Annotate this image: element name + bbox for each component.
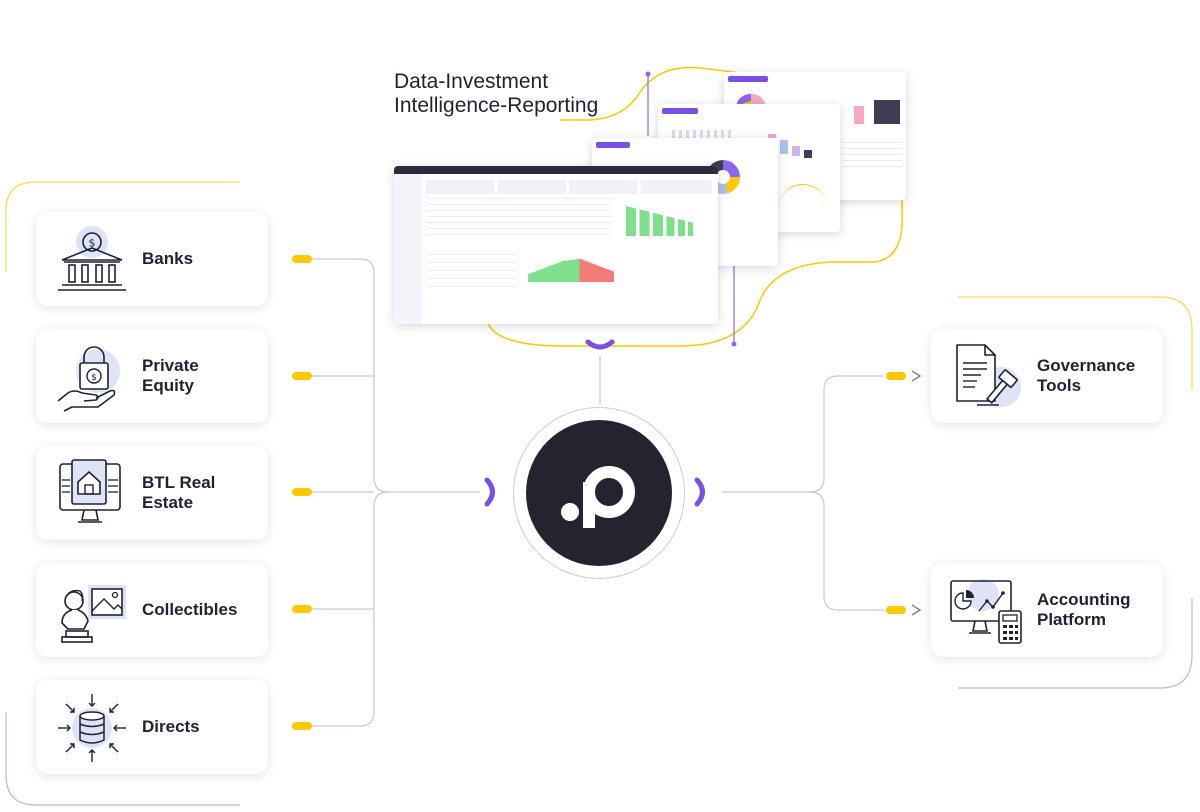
headline: Data-Investment Intelligence-Reporting [394,70,598,118]
real-estate-icon [59,459,121,523]
source-card-private-equity[interactable]: $ Private Equity [36,329,268,423]
output-label-line-2: Platform [1037,610,1106,629]
directs-icon [58,694,126,762]
connector-pin [292,722,312,730]
source-label: Private Equity [142,356,199,396]
source-label: BTL Real Estate [142,473,215,513]
source-card-banks[interactable]: $ Banks [36,212,268,306]
source-label-line-1: Private [142,356,199,375]
source-card-collectibles[interactable]: Collectibles [36,563,268,657]
output-label-line-1: Accounting [1037,590,1131,609]
collectibles-icon [61,585,126,643]
connector-pin [292,605,312,613]
source-card-directs[interactable]: Directs [36,680,268,774]
output-label: Accounting Platform [1037,590,1131,630]
headline-line-2: Intelligence-Reporting [394,94,599,117]
private-equity-icon: $ [57,346,120,412]
source-label: Collectibles [142,600,238,619]
connector-pin [292,255,312,263]
bank-icon: $ [58,226,126,291]
output-card-accounting-platform[interactable]: Accounting Platform [931,563,1163,657]
output-label-line-1: Governance [1037,356,1136,375]
svg-text:$: $ [91,373,97,383]
source-label-line-1: BTL Real [142,473,216,492]
connector-pin [292,488,312,496]
hub-ring [513,407,685,579]
connector-pin [886,606,906,614]
output-label: Governance Tools [1037,356,1135,396]
connector-pin [886,372,906,380]
hub-logo[interactable] [526,420,672,566]
source-label: Banks [142,249,194,268]
governance-icon [956,344,1021,407]
accounting-icon [950,579,1022,644]
output-label-line-2: Tools [1037,376,1082,395]
source-label-line-2: Estate [142,493,194,512]
brand-logo-icon [561,466,635,528]
connector-pin [292,372,312,380]
dashboard-screen-main [394,166,718,324]
output-card-governance-tools[interactable]: Governance Tools [931,329,1163,423]
source-label-line-2: Equity [142,376,194,395]
headline-line-1: Data-Investment [394,70,549,93]
source-card-btl-real-estate[interactable]: BTL Real Estate [36,446,268,540]
svg-text:$: $ [89,237,96,250]
source-label: Directs [142,717,200,736]
